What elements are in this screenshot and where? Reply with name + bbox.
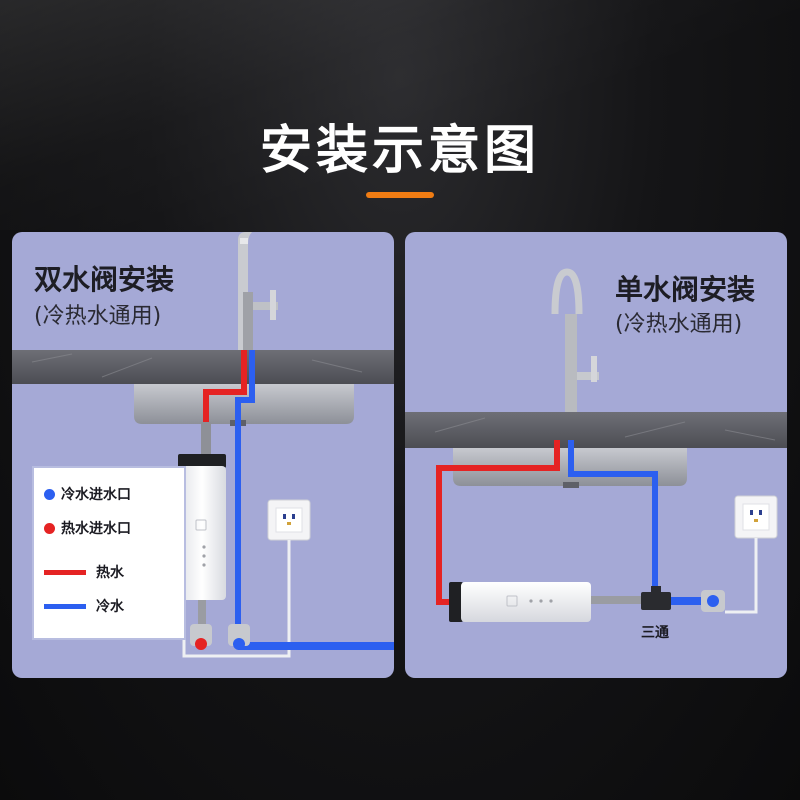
legend-label: 热水进水口: [61, 521, 131, 537]
panel-title: 双水阀安装: [34, 263, 175, 296]
countertop: [405, 412, 787, 448]
valve-icon: [190, 624, 212, 650]
cold-inlet-dot-icon: [44, 488, 55, 500]
hot-water-pipe: [436, 440, 560, 605]
single-valve-diagram: [405, 268, 787, 622]
water-heater-icon: [449, 582, 591, 622]
tee-connector-icon: [641, 586, 671, 610]
water-heater-icon: [178, 454, 226, 600]
legend-label: 冷水: [96, 599, 124, 615]
legend-item: 热水: [44, 560, 124, 584]
cold-water-pipe: [568, 440, 658, 594]
legend-item: 冷水: [44, 594, 124, 618]
valve-icon: [228, 624, 250, 650]
page-title: 安装示意图: [259, 121, 540, 181]
panel-single-valve: 单水阀安装 (冷热水通用) 三通: [405, 232, 787, 678]
heater-outlet-hose: [198, 600, 206, 624]
legend-item: 冷水进水口: [44, 482, 131, 506]
legend: 冷水进水口 热水进水口 热水 冷水: [32, 466, 186, 640]
faucet-icon: [551, 268, 599, 414]
panel-subtitle: (冷热水通用): [34, 304, 162, 329]
socket-icon: [267, 499, 311, 541]
braided-hose: [201, 422, 211, 458]
dual-valve-diagram: [12, 232, 394, 658]
title-accent-bar: [366, 192, 434, 198]
cold-line-icon: [44, 603, 86, 609]
power-cable: [725, 538, 758, 614]
power-cable: [182, 540, 291, 658]
panel-title: 单水阀安装: [615, 273, 756, 306]
panel-subtitle: (冷热水通用): [615, 312, 743, 337]
panel-dual-valve: 双水阀安装 (冷热水通用) 冷水进水口 热水进水口 热水 冷水: [12, 232, 394, 678]
hot-inlet-dot-icon: [44, 522, 55, 534]
hot-line-icon: [44, 569, 86, 575]
legend-label: 冷水进水口: [61, 487, 131, 503]
socket-icon: [734, 495, 778, 539]
valve-icon: [701, 590, 725, 612]
tee-label: 三通: [641, 625, 669, 641]
faucet-icon: [238, 232, 278, 354]
cold-water-pipe: [235, 350, 255, 624]
sink-icon: [134, 384, 354, 424]
countertop: [12, 350, 394, 384]
legend-label: 热水: [96, 565, 124, 581]
legend-item: 热水进水口: [44, 516, 131, 540]
